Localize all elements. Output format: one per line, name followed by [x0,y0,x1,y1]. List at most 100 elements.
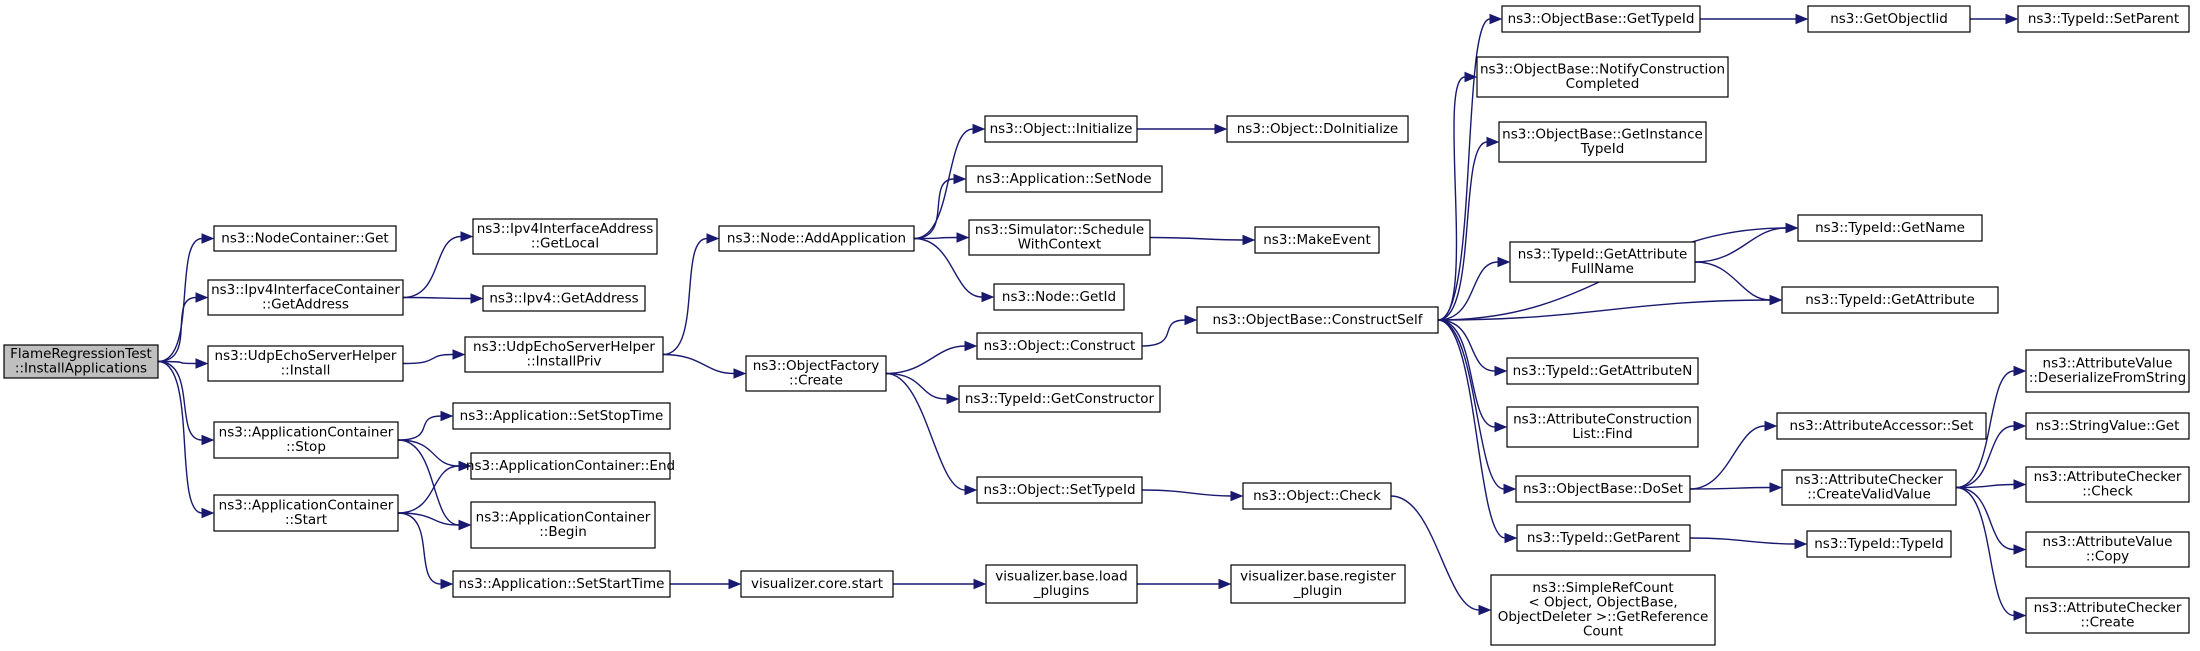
graph-node-appc_start[interactable]: ns3::ApplicationContainer::Start [213,494,399,532]
graph-node-box [452,570,671,598]
graph-node-label: ::Create [2081,615,2135,631]
graph-node-tid_getattr[interactable]: ns3::TypeId::GetAttribute [1781,286,1999,314]
graph-node-appc_begin[interactable]: ns3::ApplicationContainer::Begin [470,501,656,549]
graph-node-tid_getctor[interactable]: ns3::TypeId::GetConstructor [958,385,1161,413]
graph-node-label: Completed [1566,76,1640,92]
call-edge-arrowhead [460,231,474,242]
graph-node-tid_setparent[interactable]: ns3::TypeId::SetParent [2017,5,2190,33]
graph-node-label: ns3::Object::Check [1253,488,1381,504]
call-edge-line [1437,319,1506,539]
graph-node-label: ::GetLocal [531,236,599,252]
call-edge-arrowhead [470,293,484,304]
call-edge-arrowhead [1464,71,1478,83]
graph-node-appc_stop[interactable]: ns3::ApplicationContainer::Stop [213,421,399,459]
graph-node-box [745,355,887,392]
graph-node-box [1506,406,1699,448]
graph-node-obj_settypeid[interactable]: ns3::Object::SetTypeId [976,476,1143,504]
graph-node-box [984,115,1138,143]
graph-node-viz_base_load[interactable]: visualizer.base.load_plugins [985,564,1138,604]
call-edge-line [1437,261,1499,321]
call-edge-ipv4ic_getaddr-to-ipv4_getaddr [402,293,484,304]
graph-node-makeevent[interactable]: ns3::MakeEvent [1254,226,1380,254]
graph-node-ipv4_getaddr[interactable]: ns3::Ipv4::GetAddress [482,285,646,312]
graph-node-obj_doinit[interactable]: ns3::Object::DoInitialize [1226,115,1409,143]
graph-node-udph_install[interactable]: ns3::UdpEchoServerHelper::Install [207,345,404,382]
graph-node-label: ns3::TypeId::GetName [1815,220,1965,236]
graph-node-udph_installpriv[interactable]: ns3::UdpEchoServerHelper::InstallPriv [464,336,664,373]
graph-node-tid_getname[interactable]: ns3::TypeId::GetName [1797,214,1983,242]
call-edge-arrowhead [1494,421,1508,433]
graph-node-label: ns3::AttributeConstruction [1513,412,1692,428]
graph-node-app_setstarttime[interactable]: ns3::Application::SetStartTime [452,570,671,598]
graph-node-ob_doset[interactable]: ns3::ObjectBase::DoSet [1515,475,1691,503]
graph-node-tid_getparent[interactable]: ns3::TypeId::GetParent [1516,524,1691,552]
call-edge-line [397,415,442,441]
graph-node-label: ns3::NodeContainer::Get [221,230,388,246]
call-edge-arrowhead [1503,483,1517,495]
graph-node-label: FlameRegressionTest [10,346,152,362]
call-edge-ob_gettypeid-to-getobjectiid [1700,13,1809,25]
graph-node-label: visualizer.base.register [1240,569,1396,585]
call-edge-arrowhead [1486,136,1500,148]
graph-node-nc_get[interactable]: ns3::NodeContainer::Get [213,225,397,252]
graph-node-box [3,344,159,379]
call-edge-ac_createvalid-to-av_deser [1955,365,2027,489]
graph-node-obj_check[interactable]: ns3::Object::Check [1242,482,1392,510]
graph-node-label: _plugin [1293,583,1343,599]
graph-node-aa_set[interactable]: ns3::AttributeAccessor::Set [1776,412,1987,440]
graph-node-of_create[interactable]: ns3::ObjectFactory::Create [745,355,887,392]
call-edge-arrowhead [706,233,720,244]
graph-node-ipv4ic_getaddr[interactable]: ns3::Ipv4InterfaceContainer::GetAddress [207,279,404,316]
graph-node-label: Count [1583,624,1623,640]
graph-node-app_setnode[interactable]: ns3::Application::SetNode [965,165,1163,193]
graph-node-label: ns3::ObjectBase::GetInstance [1502,127,1703,143]
graph-node-label: ns3::TypeId::GetAttribute [1805,292,1975,308]
graph-node-obj_init[interactable]: ns3::Object::Initialize [984,115,1138,143]
call-edge-arrowhead [956,232,970,243]
graph-node-obj_construct[interactable]: ns3::Object::Construct [976,332,1143,360]
call-edge-arrowhead [440,578,454,590]
call-edge-ob_constructself-to-acl_find [1437,319,1508,433]
graph-node-label: ::Create [789,373,843,389]
graph-node-label: ::Copy [2086,549,2129,565]
graph-node-box [718,225,915,252]
graph-node-box [207,279,404,316]
graph-node-tid_typeid[interactable]: ns3::TypeId::TypeId [1806,530,1952,558]
graph-node-ob_gettypeid[interactable]: ns3::ObjectBase::GetTypeId [1501,5,1701,33]
graph-node-node_getid[interactable]: ns3::Node::GetId [993,283,1125,311]
graph-node-av_deser[interactable]: ns3::AttributeValue::DeserializeFromStri… [2025,349,2190,393]
graph-node-label: ns3::TypeId::GetConstructor [965,391,1155,407]
graph-node-src_getref[interactable]: ns3::SimpleRefCount< Object, ObjectBase,… [1490,574,1716,646]
graph-node-tid_getattrn[interactable]: ns3::TypeId::GetAttributeN [1506,357,1699,385]
graph-node-node_addapp[interactable]: ns3::Node::AddApplication [718,225,915,252]
graph-node-ac_check[interactable]: ns3::AttributeChecker::Check [2025,466,2190,503]
graph-node-app_setstoptime[interactable]: ns3::Application::SetStopTime [452,402,671,430]
graph-node-getobjectiid[interactable]: ns3::GetObjectIid [1807,5,1971,33]
call-edge-line [397,439,460,467]
call-edge-line [1955,486,2015,617]
graph-node-ac_create[interactable]: ns3::AttributeChecker::Create [2025,597,2190,634]
call-edge-arrowhead [1184,314,1198,326]
graph-node-sv_get[interactable]: ns3::StringValue::Get [2025,412,2190,440]
graph-node-ob_notify[interactable]: ns3::ObjectBase::NotifyConstructionCompl… [1476,56,1729,98]
graph-node-box [958,385,1161,413]
graph-node-viz_core_start[interactable]: visualizer.core.start [740,570,894,598]
graph-node-box [1516,524,1691,552]
call-edge-line [397,512,460,526]
call-edge-arrowhead [2013,420,2027,432]
graph-node-viz_base_reg[interactable]: visualizer.base.register_plugin [1230,564,1406,604]
call-edge-line [885,372,966,491]
graph-node-av_copy[interactable]: ns3::AttributeValue::Copy [2025,531,2190,568]
graph-node-root[interactable]: FlameRegressionTest::InstallApplications [3,344,159,379]
graph-node-ob_constructself[interactable]: ns3::ObjectBase::ConstructSelf [1196,306,1439,334]
call-edge-tid_getattrfull-to-tid_getname [1694,222,1799,263]
graph-node-box [482,285,646,312]
graph-node-label: ns3::AttributeChecker [2034,600,2182,616]
graph-node-appc_end[interactable]: ns3::ApplicationContainer::End [466,452,675,480]
graph-node-ac_createvalid[interactable]: ns3::AttributeChecker::CreateValidValue [1781,469,1957,506]
graph-node-ipv4ia_getlocal[interactable]: ns3::Ipv4InterfaceAddress::GetLocal [472,218,658,255]
